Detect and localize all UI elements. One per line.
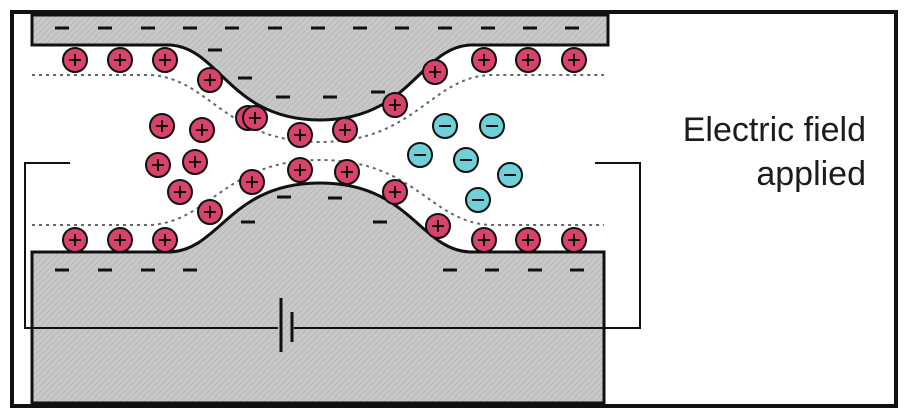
cation <box>287 122 313 148</box>
cation <box>287 157 313 183</box>
cation <box>107 227 133 253</box>
ions <box>62 47 587 253</box>
anion <box>453 147 479 173</box>
anion <box>497 162 523 188</box>
cation <box>149 113 175 139</box>
surface-charges <box>55 26 584 272</box>
top-wall <box>30 13 610 122</box>
cation <box>425 213 451 239</box>
cation <box>471 227 497 253</box>
anion <box>407 142 433 168</box>
bottom-wall <box>30 181 606 405</box>
caption-line-1: Electric field <box>682 111 866 149</box>
anion <box>479 113 505 139</box>
debye-boundary-bottom <box>32 158 604 226</box>
cation <box>167 179 193 205</box>
cation <box>239 169 265 195</box>
cation <box>197 199 223 225</box>
cation <box>189 117 215 143</box>
cation <box>152 47 178 73</box>
cation <box>62 47 88 73</box>
cation <box>62 227 88 253</box>
caption-line-2: applied <box>756 155 866 193</box>
circuit-wire <box>24 162 641 329</box>
cation <box>334 159 360 185</box>
cation <box>332 117 358 143</box>
cation <box>197 67 223 93</box>
cation <box>561 47 587 73</box>
cation <box>152 227 178 253</box>
debye-boundary-top <box>32 74 604 144</box>
cation <box>107 47 133 73</box>
cation <box>422 59 448 85</box>
anion <box>465 187 491 213</box>
electric-field-caption: Electric field applied <box>636 108 866 196</box>
cation <box>242 105 268 131</box>
cation <box>382 179 408 205</box>
cation <box>382 92 408 118</box>
anion <box>432 113 458 139</box>
cation <box>471 47 497 73</box>
cation <box>515 227 541 253</box>
cation <box>515 47 541 73</box>
cation <box>145 152 171 178</box>
cation <box>561 227 587 253</box>
cation <box>182 149 208 175</box>
